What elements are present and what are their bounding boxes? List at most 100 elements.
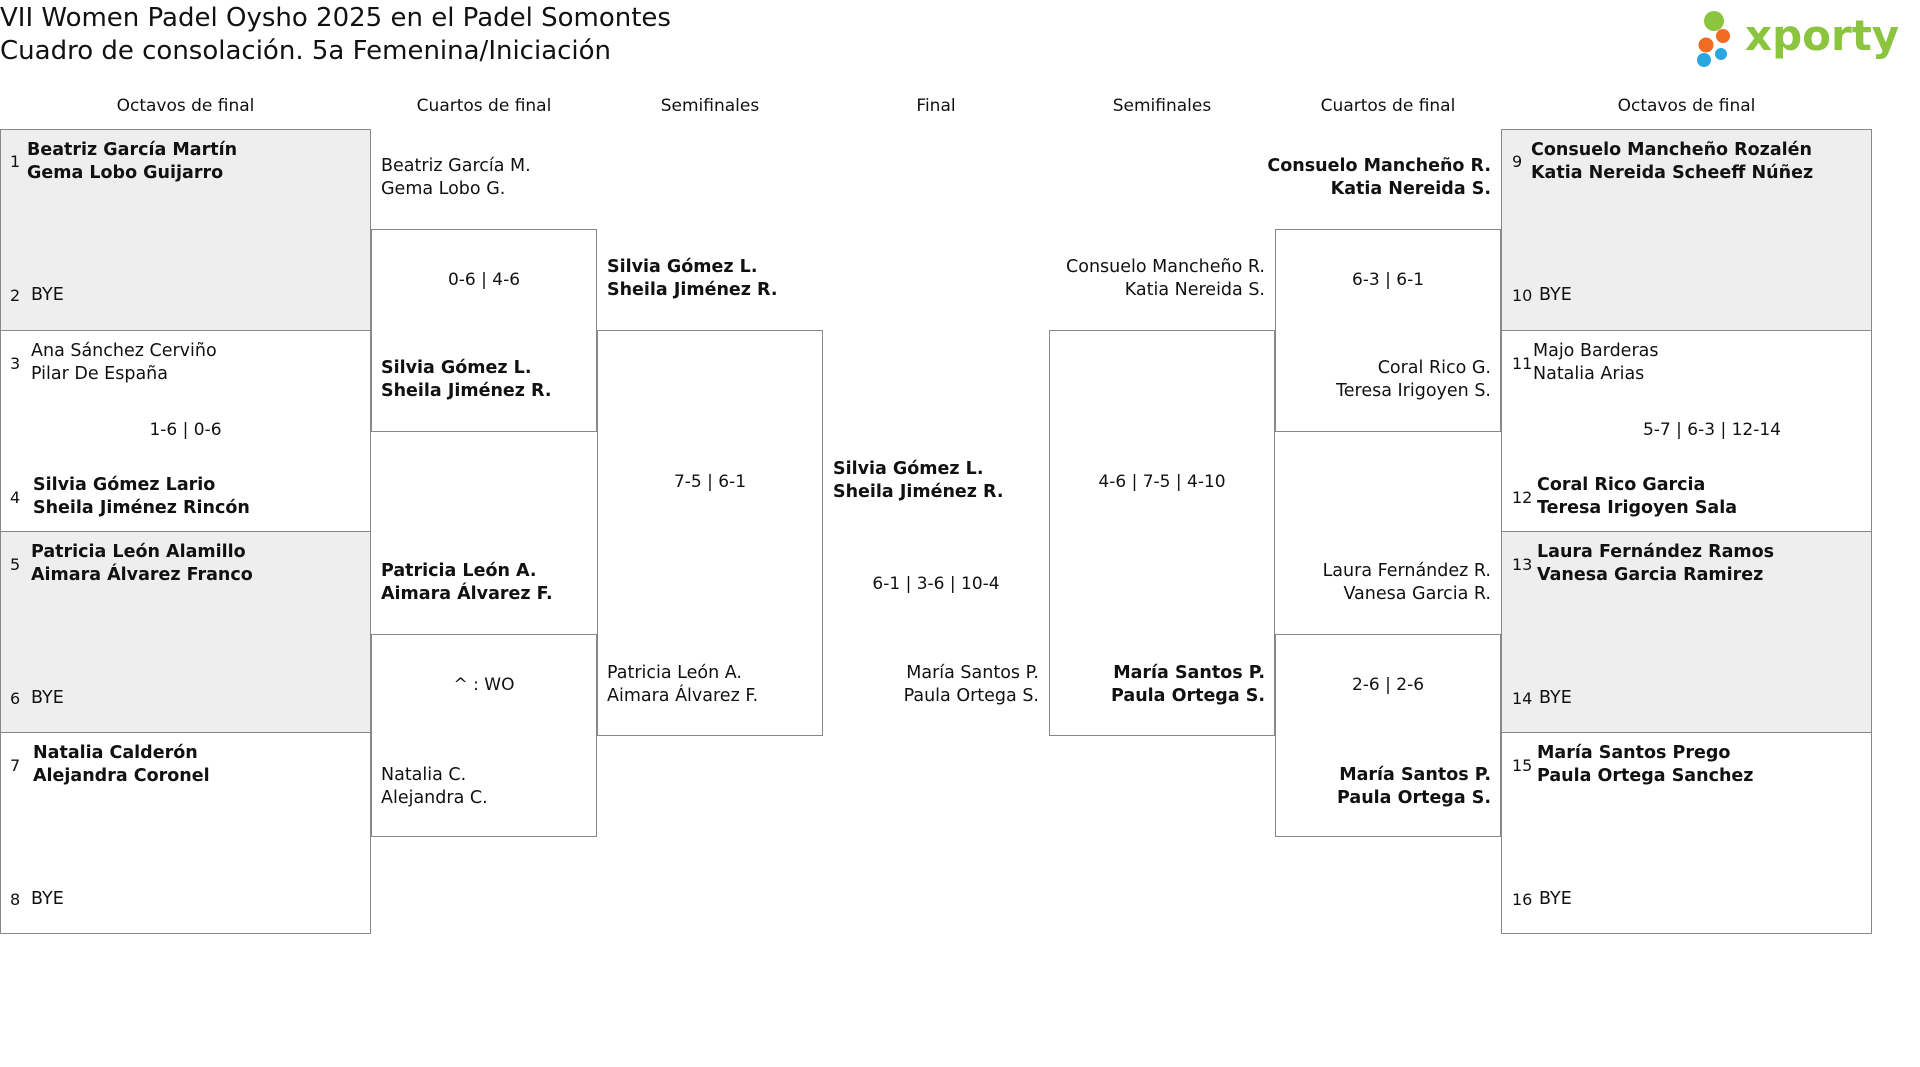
seed-number: 13 [1512,555,1533,574]
match-score: 0-6 | 4-6 [447,270,521,290]
player-name[interactable]: Natalia Calderón [33,743,198,763]
round-header-right-r16: Octavos de final [1617,96,1756,116]
player-name[interactable]: Patricia León A. [381,561,537,581]
seed-number: 6 [10,689,21,708]
bye-label: BYE [1539,889,1572,909]
player-name[interactable]: Consuelo Mancheño Rozalén [1531,140,1812,160]
match-box-left-qf-1 [371,229,597,432]
player-name[interactable]: Sheila Jiménez R. [607,280,778,300]
match-box-right-qf-1 [1275,229,1501,432]
player-name[interactable]: Consuelo Mancheño R. [1066,257,1265,277]
round-header-right-qf: Cuartos de final [1320,96,1456,116]
final-score: 6-1 | 3-6 | 10-4 [872,574,1000,594]
finalist-name[interactable]: María Santos P. [906,663,1039,683]
seed-number: 9 [1512,152,1523,171]
player-name[interactable]: María Santos Prego [1537,743,1731,763]
player-name[interactable]: Aimara Álvarez F. [607,686,759,706]
match-box-right-qf-2 [1275,634,1501,837]
player-name[interactable]: Gema Lobo G. [381,179,506,199]
player-name[interactable]: Teresa Irigoyen Sala [1537,498,1738,518]
seed-number: 10 [1512,286,1533,305]
player-name[interactable]: Gema Lobo Guijarro [27,163,224,183]
match-box-left-qf-2 [371,634,597,837]
player-name[interactable]: Patricia León Alamillo [31,542,246,562]
round-header-left-qf: Cuartos de final [416,96,552,116]
player-name[interactable]: Sheila Jiménez Rincón [33,498,250,518]
bye-label: BYE [31,688,64,708]
seed-number: 14 [1512,689,1533,708]
bye-label: BYE [31,889,64,909]
player-name[interactable]: Pilar De España [31,364,169,384]
player-name[interactable]: Laura Fernández Ramos [1537,542,1775,562]
player-name[interactable]: Alejandra C. [381,788,488,808]
match-box-right-r16-1 [1501,129,1872,331]
finalist-name[interactable]: Silvia Gómez L. [833,459,984,479]
player-name[interactable]: Laura Fernández R. [1322,561,1491,581]
player-name[interactable]: Patricia León A. [607,663,742,683]
player-name[interactable]: Paula Ortega Sanchez [1537,766,1754,786]
logo-dot-orange [1698,37,1714,53]
player-name[interactable]: Aimara Álvarez F. [381,584,553,604]
logo-dot-blue-2 [1715,48,1727,60]
seed-number: 4 [10,488,21,507]
match-score: ^ : WO [453,675,515,695]
match-score: 7-5 | 6-1 [673,472,747,492]
match-box-left-r16-4 [0,732,371,934]
player-name[interactable]: Katia Nereida S. [1124,280,1265,300]
seed-number: 2 [10,286,21,305]
seed-number: 16 [1512,890,1533,909]
match-box-left-sf [597,330,823,736]
player-name[interactable]: Natalia C. [381,765,467,785]
player-name[interactable]: Katia Nereida Scheeff Núñez [1531,163,1814,183]
player-name[interactable]: Sheila Jiménez R. [381,381,552,401]
xporty-logo[interactable]: xporty [1697,4,1920,70]
player-name[interactable]: Alejandra Coronel [33,766,210,786]
match-box-right-sf [1049,330,1275,736]
seed-number: 15 [1512,756,1533,775]
player-name[interactable]: Aimara Álvarez Franco [31,565,253,585]
seed-number: 1 [10,152,21,171]
player-name[interactable]: Natalia Arias [1533,364,1645,384]
player-name[interactable]: Beatriz García Martín [27,140,238,160]
match-score: 5-7 | 6-3 | 12-14 [1642,420,1781,440]
player-name[interactable]: María Santos P. [1339,765,1491,785]
player-name[interactable]: Silvia Gómez Lario [33,475,216,495]
round-header-final: Final [916,96,956,116]
player-name[interactable]: Paula Ortega S. [1337,788,1491,808]
player-name[interactable]: Vanesa Garcia Ramirez [1537,565,1764,585]
logo-dot-blue [1697,53,1711,67]
round-header-right-sf: Semifinales [1112,96,1212,116]
round-header-left-sf: Semifinales [660,96,760,116]
player-name[interactable]: Beatriz García M. [381,156,531,176]
player-name[interactable]: Majo Barderas [1533,341,1659,361]
round-header-left-r16: Octavos de final [116,96,255,116]
finalist-name[interactable]: Sheila Jiménez R. [833,482,1004,502]
player-name[interactable]: Silvia Gómez L. [381,358,532,378]
player-name[interactable]: Ana Sánchez Cerviño [31,341,217,361]
bye-label: BYE [1539,688,1572,708]
player-name[interactable]: Silvia Gómez L. [607,257,758,277]
player-name[interactable]: Coral Rico Garcia [1537,475,1706,495]
player-name[interactable]: Katia Nereida S. [1330,179,1491,199]
match-score: 2-6 | 2-6 [1351,675,1425,695]
player-name[interactable]: Coral Rico G. [1377,358,1491,378]
player-name[interactable]: Paula Ortega S. [1111,686,1265,706]
match-score: 1-6 | 0-6 [149,420,222,440]
match-box-right-r16-4 [1501,732,1872,934]
match-box-left-r16-1 [0,129,371,331]
logo-dot-green [1704,11,1724,31]
player-name[interactable]: María Santos P. [1113,663,1265,683]
player-name[interactable]: Teresa Irigoyen S. [1336,381,1491,401]
finalist-name[interactable]: Paula Ortega S. [903,686,1039,706]
seed-number: 12 [1512,488,1533,507]
logo-dot-orange-2 [1716,29,1730,43]
seed-number: 5 [10,555,21,574]
seed-number: 3 [10,354,21,373]
draw-subtitle: Cuadro de consolación. 5a Femenina/Inici… [0,36,612,66]
player-name[interactable]: Vanesa Garcia R. [1343,584,1491,604]
seed-number: 7 [10,756,21,775]
match-box-left-r16-3 [0,531,371,733]
player-name[interactable]: Consuelo Mancheño R. [1267,156,1491,176]
match-score: 4-6 | 7-5 | 4-10 [1098,472,1226,492]
logo-wordmark: xporty [1745,11,1899,60]
